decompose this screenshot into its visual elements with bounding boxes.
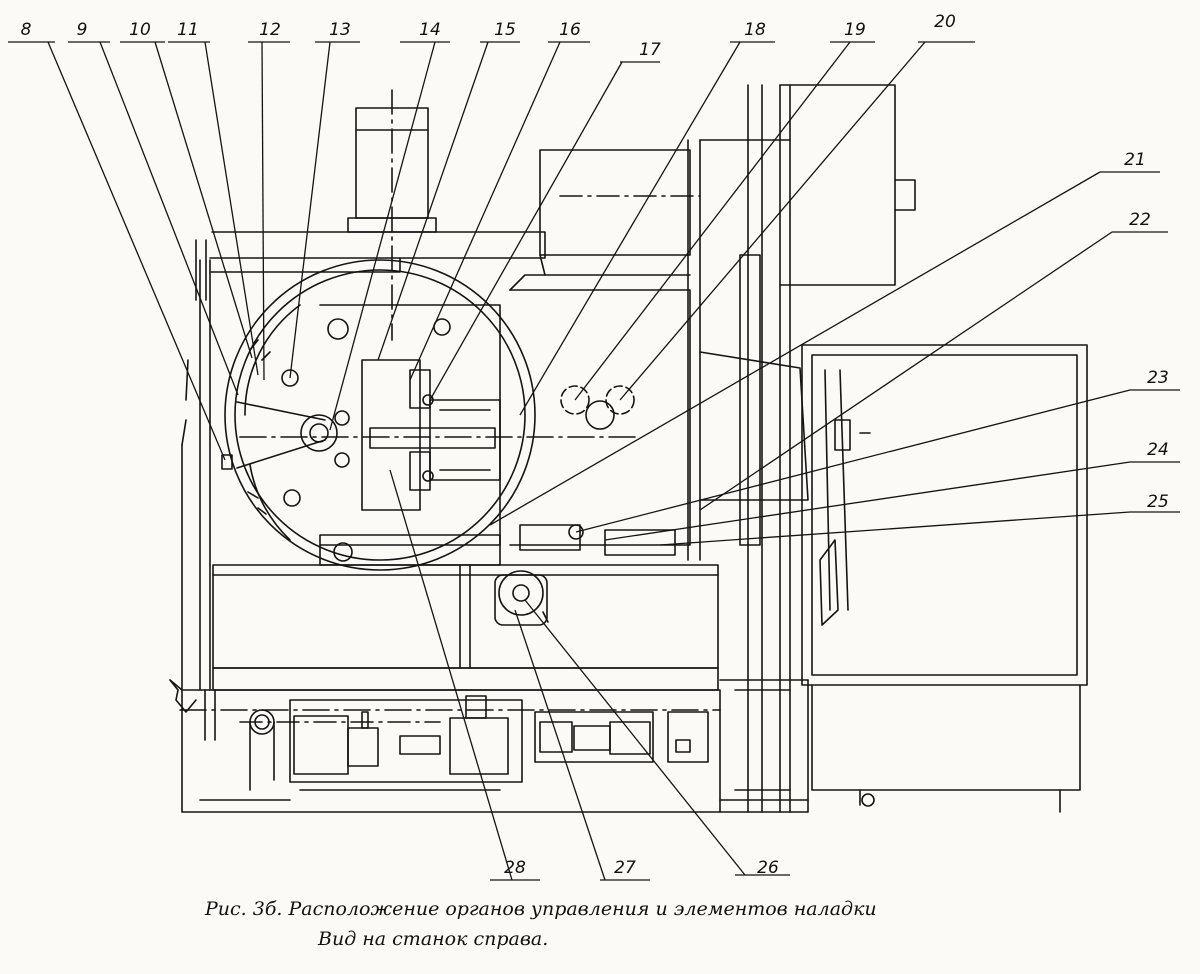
callout-9: 9 <box>76 20 88 40</box>
callout-13: 13 <box>329 20 351 40</box>
callout-10: 10 <box>129 20 151 40</box>
dividing-plate <box>224 259 536 571</box>
callout-8: 8 <box>20 20 32 40</box>
callout-15: 15 <box>494 20 516 40</box>
callout-11: 11 <box>177 20 199 40</box>
callout-24: 24 <box>1147 440 1169 460</box>
callout-26: 26 <box>757 858 779 878</box>
machine-base <box>169 667 809 813</box>
callout-28: 28 <box>504 858 526 878</box>
figure-subcaption: Вид на станок справа. <box>318 928 549 950</box>
callout-14: 14 <box>419 20 441 40</box>
middle-bed <box>212 564 719 669</box>
callout-27: 27 <box>614 858 636 878</box>
callout-21: 21 <box>1124 150 1146 170</box>
callout-16: 16 <box>559 20 581 40</box>
callout-22: 22 <box>1129 210 1151 230</box>
callout-20: 20 <box>934 12 956 32</box>
top-assembly <box>209 89 546 341</box>
figure-caption: Рис. 3б. Расположение органов управления… <box>205 898 877 920</box>
callout-17: 17 <box>639 40 661 60</box>
callout-18: 18 <box>744 20 766 40</box>
callout-19: 19 <box>844 20 866 40</box>
left-column <box>169 239 233 741</box>
head-housing <box>239 304 641 566</box>
spindle-housing <box>509 149 701 556</box>
callout-23: 23 <box>1147 368 1169 388</box>
callout-25: 25 <box>1147 492 1169 512</box>
callout-12: 12 <box>259 20 281 40</box>
pump-compartment <box>179 695 721 791</box>
